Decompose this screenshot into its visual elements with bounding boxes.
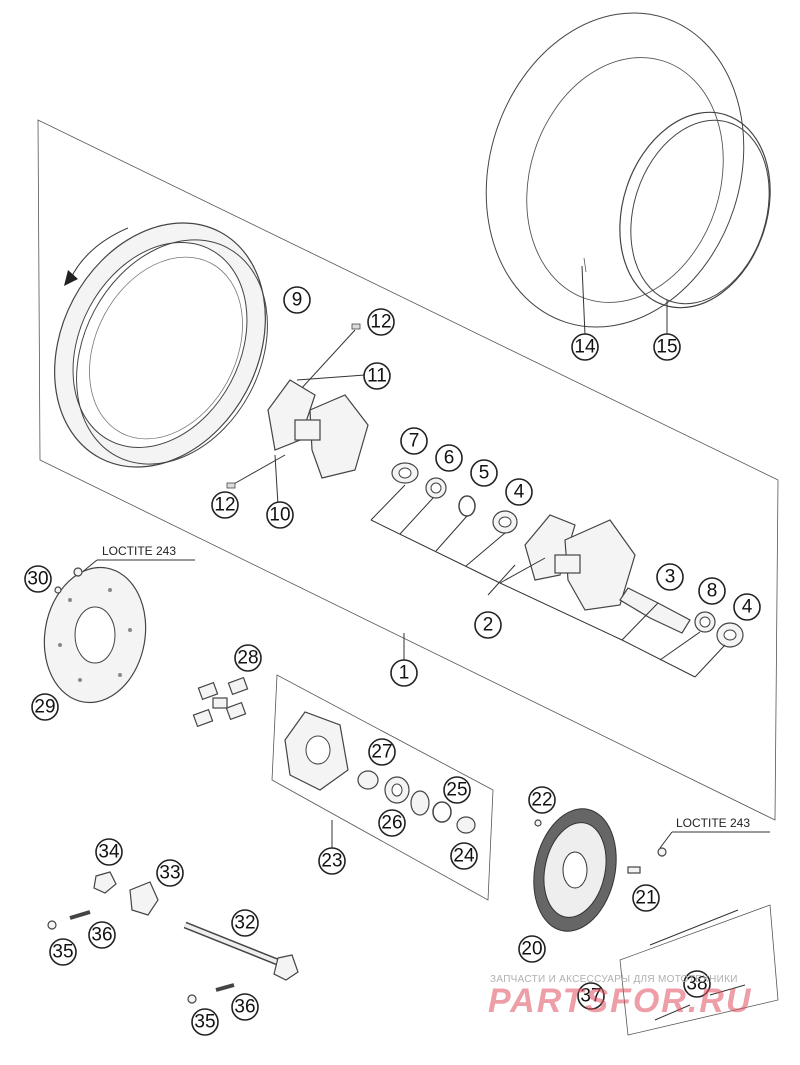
callout-5: 5 xyxy=(470,459,498,487)
svg-text:20: 20 xyxy=(521,939,542,960)
svg-text:4: 4 xyxy=(514,482,525,503)
svg-text:30: 30 xyxy=(27,569,48,590)
sprocket-carrier-illustration xyxy=(284,711,349,791)
callout-35-right: 35 xyxy=(191,1008,219,1036)
callout-34: 34 xyxy=(95,838,123,866)
svg-text:10: 10 xyxy=(269,505,290,526)
callout-33: 33 xyxy=(156,859,184,887)
callout-14: 14 xyxy=(571,333,599,361)
loctite-note-bottom: LOCTITE 243 xyxy=(676,816,750,830)
wheel-hub-illustration xyxy=(267,379,369,479)
callout-9: 9 xyxy=(283,286,311,314)
svg-text:35: 35 xyxy=(194,1012,215,1033)
tube-illustration xyxy=(485,12,745,328)
callout-22: 22 xyxy=(528,786,556,814)
svg-text:1: 1 xyxy=(399,663,410,684)
svg-text:27: 27 xyxy=(371,742,392,763)
callout-29: 29 xyxy=(31,693,59,721)
callout-3: 3 xyxy=(656,563,684,591)
svg-text:21: 21 xyxy=(635,888,656,909)
callout-12-upper: 12 xyxy=(367,308,395,336)
callout-36-left: 36 xyxy=(88,921,116,949)
hub-kit-bearings-illustration xyxy=(357,770,476,834)
callout-6: 6 xyxy=(435,444,463,472)
hub-illustration xyxy=(524,514,636,611)
svg-text:7: 7 xyxy=(409,431,420,452)
svg-text:36: 36 xyxy=(234,997,255,1018)
fasteners-illustration xyxy=(47,567,667,1004)
svg-text:36: 36 xyxy=(91,925,112,946)
callout-8: 8 xyxy=(698,577,726,605)
svg-text:9: 9 xyxy=(292,290,303,311)
callout-11: 11 xyxy=(363,362,391,390)
chain-kit-frame xyxy=(619,904,779,1036)
callout-25: 25 xyxy=(443,776,471,804)
callout-30: 30 xyxy=(24,565,52,593)
leader-lines xyxy=(74,265,726,850)
svg-text:37: 37 xyxy=(580,986,601,1007)
watermark-tagline: ЗАПЧАСТИ И АКСЕССУАРЫ ДЛЯ МОТОТЕХНИКИ xyxy=(490,974,738,985)
svg-text:32: 32 xyxy=(234,913,255,934)
svg-text:5: 5 xyxy=(479,463,490,484)
callout-2: 2 xyxy=(474,611,502,639)
callout-20: 20 xyxy=(518,935,546,963)
bearings-illustration xyxy=(391,462,744,648)
cush-drive-dampers-illustration xyxy=(192,676,249,728)
callout-21: 21 xyxy=(632,884,660,912)
svg-text:15: 15 xyxy=(656,337,677,358)
callout-1: 1 xyxy=(390,659,418,687)
rear-sprocket-illustration xyxy=(533,808,617,932)
callout-36-right: 36 xyxy=(231,993,259,1021)
svg-text:34: 34 xyxy=(98,842,120,863)
svg-text:8: 8 xyxy=(707,581,718,602)
chain-illustration xyxy=(649,909,746,1021)
callout-37: 37 xyxy=(577,982,605,1010)
svg-text:29: 29 xyxy=(34,697,55,718)
rim-illustration xyxy=(54,222,268,468)
svg-text:4: 4 xyxy=(742,597,753,618)
wheel-assembly-frame xyxy=(37,119,779,821)
watermark-logo: PARTSFOR.RU xyxy=(488,982,752,1020)
svg-text:2: 2 xyxy=(483,615,494,636)
rim-band-illustration xyxy=(619,111,771,309)
hub-kit-frame xyxy=(271,674,494,901)
svg-text:11: 11 xyxy=(367,366,387,387)
callout-4-upper: 4 xyxy=(505,478,533,506)
callout-27: 27 xyxy=(368,738,396,766)
svg-text:33: 33 xyxy=(159,863,180,884)
svg-text:28: 28 xyxy=(237,648,258,669)
callout-12-lower: 12 xyxy=(211,491,239,519)
svg-text:23: 23 xyxy=(321,851,342,872)
svg-text:14: 14 xyxy=(574,337,596,358)
axle-illustration xyxy=(183,921,299,981)
callout-24: 24 xyxy=(450,842,478,870)
svg-text:24: 24 xyxy=(453,846,475,867)
spoke-illustration xyxy=(226,323,361,489)
svg-text:22: 22 xyxy=(531,790,552,811)
svg-text:35: 35 xyxy=(52,942,73,963)
svg-text:25: 25 xyxy=(446,780,467,801)
callout-26: 26 xyxy=(378,809,406,837)
callout-28: 28 xyxy=(234,644,262,672)
loctite-note-top: LOCTITE 243 xyxy=(102,544,176,558)
callout-7: 7 xyxy=(400,427,428,455)
callout-23: 23 xyxy=(318,847,346,875)
rotation-direction-arrow xyxy=(64,227,129,286)
callout-32: 32 xyxy=(231,909,259,937)
callout-35-left: 35 xyxy=(49,938,77,966)
svg-text:3: 3 xyxy=(665,567,676,588)
brake-disc-illustration xyxy=(43,566,147,704)
svg-text:6: 6 xyxy=(444,448,455,469)
callout-15: 15 xyxy=(653,333,681,361)
callout-38: 38 xyxy=(683,970,711,998)
svg-text:26: 26 xyxy=(381,813,402,834)
svg-text:12: 12 xyxy=(214,495,235,516)
callout-10: 10 xyxy=(266,501,294,529)
callout-4-lower: 4 xyxy=(733,593,761,621)
svg-text:12: 12 xyxy=(370,312,391,333)
svg-text:38: 38 xyxy=(686,974,707,995)
